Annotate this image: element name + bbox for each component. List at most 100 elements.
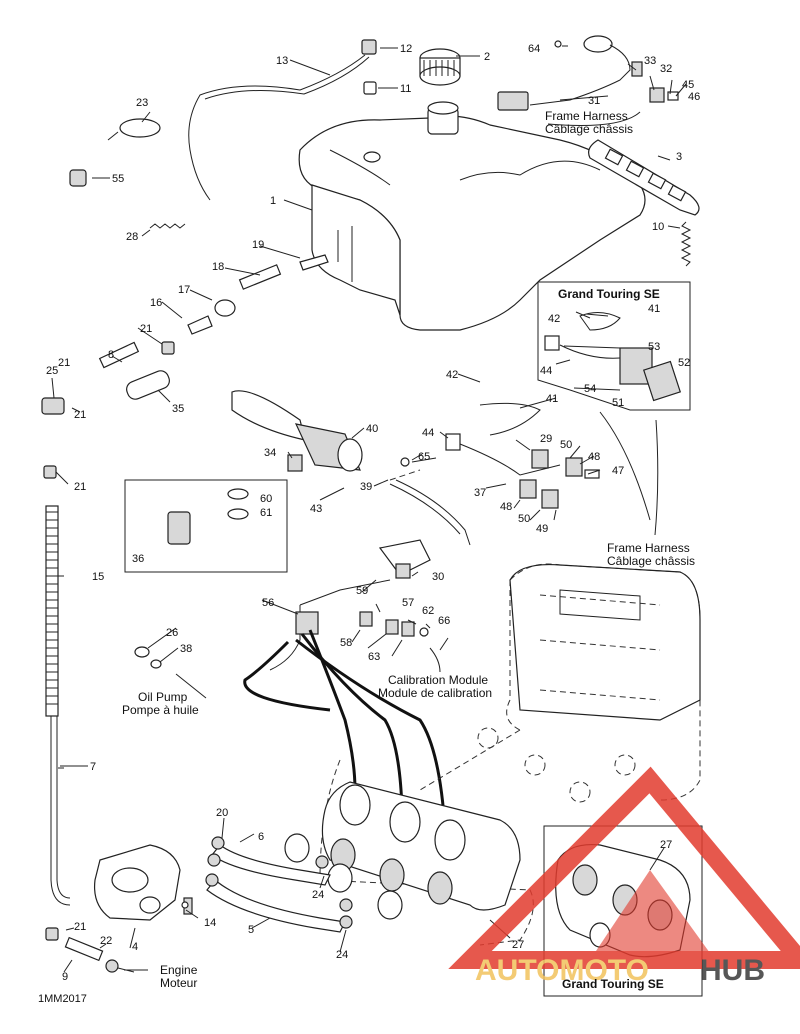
tank-bracket [588, 139, 700, 216]
caption-grand-touring-bottom: Grand Touring SE [562, 977, 664, 991]
nut-38 [150, 659, 162, 669]
leader-lines [51, 45, 687, 973]
callout-label: 12 [400, 43, 412, 55]
screw-64 [554, 40, 562, 48]
callout-label: 40 [366, 423, 378, 435]
callout-label: 56 [262, 597, 274, 609]
callout-label: 22 [100, 935, 112, 947]
caption-cablage-chassis-top: Câblage châssis [545, 122, 633, 136]
callout-label: 48 [500, 501, 512, 513]
tank-cap [419, 48, 461, 86]
inset-grand-touring-top [537, 281, 691, 411]
caption-frame-harness-mid: Frame Harness [607, 541, 690, 555]
callout-label: 24 [336, 949, 348, 961]
callout-label: 1 [270, 195, 276, 207]
callout-label: 38 [180, 643, 192, 655]
callout-label: 16 [150, 297, 162, 309]
throttle-handlebar [231, 390, 363, 472]
callout-label: 42 [446, 369, 458, 381]
callout-label: 2 [484, 51, 490, 63]
callout-label: 66 [438, 615, 450, 627]
callout-label: 54 [584, 383, 596, 395]
callout-label: 48 [588, 451, 600, 463]
callout-label: 36 [132, 553, 144, 565]
callout-label: 50 [560, 439, 572, 451]
callout-label: 9 [62, 971, 68, 983]
caption-pompe-huile: Pompe à huile [122, 703, 199, 717]
callout-label: 46 [688, 91, 700, 103]
callout-label: 4 [132, 941, 138, 953]
corrugated-fuel-line [45, 505, 71, 906]
callout-label: 21 [74, 409, 86, 421]
callout-label: 6 [258, 831, 264, 843]
callout-label: 58 [340, 637, 352, 649]
vent-valve [361, 39, 377, 55]
callout-label: 35 [172, 403, 184, 415]
vent-hose [188, 54, 366, 201]
caption-calibration-module: Calibration Module [388, 673, 488, 687]
callout-label: 43 [310, 503, 322, 515]
oil-hoses [205, 836, 353, 933]
callout-label: 34 [264, 447, 276, 459]
callout-label: 30 [432, 571, 444, 583]
carburetor-bank [284, 781, 521, 920]
callout-label: 29 [540, 433, 552, 445]
callout-label: 41 [648, 303, 660, 315]
callout-label: 27 [512, 939, 524, 951]
callout-label: 65 [418, 451, 430, 463]
caption-grand-touring-top: Grand Touring SE [558, 287, 660, 301]
callout-label: 26 [166, 627, 178, 639]
callout-label: 21 [74, 921, 86, 933]
fuel-level-sender [497, 35, 679, 111]
callout-label: 13 [276, 55, 288, 67]
callout-label: 44 [540, 365, 552, 377]
drawing-code: 1MM2017 [38, 993, 87, 1005]
callout-label: 15 [92, 571, 104, 583]
spring-28 [149, 223, 186, 229]
callout-label: 44 [422, 427, 434, 439]
callout-label: 61 [260, 507, 272, 519]
engine-cylinder-head [509, 563, 701, 721]
watermark-text-right: HUB [700, 954, 765, 987]
callout-label: 62 [422, 605, 434, 617]
watermark-logo: AUTOMOTO HUB [448, 766, 800, 987]
callout-label: 5 [248, 924, 254, 936]
callout-label: 63 [368, 651, 380, 663]
caption-engine: Engine [160, 963, 198, 977]
callout-labels: 1 2 3 4 5 6 7 8 9 10 11 12 13 14 15 16 1… [46, 43, 700, 983]
calibration-connectors [359, 611, 429, 637]
callout-label: 51 [612, 397, 624, 409]
caption-frame-harness-top: Frame Harness [545, 109, 628, 123]
callout-label: 20 [216, 807, 228, 819]
callout-label: 19 [252, 239, 264, 251]
callout-label: 41 [546, 393, 558, 405]
callout-label: 21 [58, 357, 70, 369]
caption-oil-pump: Oil Pump [138, 690, 188, 704]
oil-outlet-fittings [45, 901, 189, 973]
callout-label: 45 [682, 79, 694, 91]
cap-55 [69, 169, 87, 187]
oil-pump [93, 844, 193, 921]
callout-label: 25 [46, 365, 58, 377]
callout-label: 47 [612, 465, 624, 477]
grommet [363, 81, 377, 95]
callout-label: 17 [178, 284, 190, 296]
callout-label: 28 [126, 231, 138, 243]
throttle-cable [299, 479, 471, 606]
callout-label: 50 [518, 513, 530, 525]
callout-label: 10 [652, 221, 664, 233]
callout-label: 21 [74, 481, 86, 493]
fuel-line-fittings [41, 254, 329, 479]
callout-label: 18 [212, 261, 224, 273]
callout-label: 23 [136, 97, 148, 109]
callout-label: 42 [548, 313, 560, 325]
callout-label: 64 [528, 43, 540, 55]
callout-label: 21 [140, 323, 152, 335]
callout-label: 60 [260, 493, 272, 505]
callout-label: 31 [588, 95, 600, 107]
callout-label: 53 [648, 341, 660, 353]
tank-grommet [363, 151, 381, 163]
callout-label: 55 [112, 173, 124, 185]
oil-pump-cables [243, 605, 447, 831]
caption-cablage-chassis-mid: Câblage châssis [607, 554, 695, 568]
